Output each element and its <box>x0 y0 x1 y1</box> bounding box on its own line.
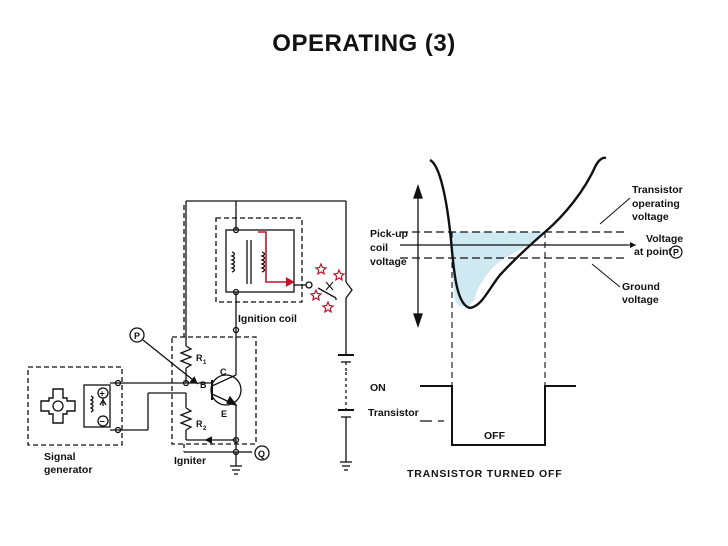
point-p-marker <box>129 327 145 343</box>
ground-voltage-label-line1: Ground <box>622 281 660 293</box>
resistor-r1 <box>179 345 193 369</box>
shaded-region <box>452 232 545 307</box>
signal-generator-rotor <box>40 388 76 424</box>
base-label: B <box>200 380 207 390</box>
resistor-r2 <box>179 407 193 431</box>
secondary-winding <box>260 251 266 273</box>
point-voltage-label-line1: Voltage <box>646 233 683 245</box>
signal-generator-label-line1: Signal <box>44 451 76 463</box>
point-p-circle-icon <box>669 245 683 259</box>
pickup-voltage-curve <box>429 156 607 310</box>
pickup-label-line2: coil <box>370 242 388 254</box>
waveform-caption: TRANSISTOR TURNED OFF <box>407 468 562 480</box>
point-q-label: Q <box>258 449 265 459</box>
on-label: ON <box>370 382 386 394</box>
transistor-timing-line <box>420 385 576 446</box>
collector-label: C <box>220 367 227 377</box>
point-p-label: P <box>134 331 140 341</box>
igniter-label: Igniter <box>174 455 206 467</box>
igniter-box <box>171 336 257 445</box>
point-voltage-label-line2: at point <box>634 246 672 258</box>
ignition-coil-label: Ignition coil <box>238 313 297 325</box>
slide-title: OPERATING (3) <box>272 30 456 57</box>
minus-terminal <box>97 415 109 427</box>
emitter-label: E <box>221 409 227 419</box>
r1-label: R <box>196 353 203 363</box>
primary-winding <box>230 251 236 273</box>
pickup-label-line1: Pick-up <box>370 228 408 240</box>
minus-label: − <box>100 417 105 427</box>
coil-current-path <box>258 231 295 287</box>
circuit-diagram <box>27 200 354 475</box>
r2-subscript: 2 <box>203 426 207 432</box>
r2-label: R <box>196 419 203 429</box>
voltage-point-p-label: P <box>673 248 679 258</box>
transistor-label: Transistor <box>368 407 419 419</box>
waveform-graph <box>400 156 636 446</box>
ground-voltage-label-line2: voltage <box>622 294 659 306</box>
spark-icon <box>309 262 346 314</box>
pickup-label-line3: voltage <box>370 256 407 268</box>
operating-voltage-label-line1: Transistor <box>632 184 683 196</box>
operating-voltage-label-line3: voltage <box>632 211 669 223</box>
off-label: OFF <box>484 430 506 442</box>
signal-generator-box <box>27 366 123 446</box>
signal-generator-label-line2: generator <box>44 464 92 476</box>
point-q-marker <box>254 445 270 461</box>
r1-subscript: 1 <box>203 360 207 366</box>
plus-label: + <box>100 389 105 399</box>
ignition-coil-box <box>215 217 303 303</box>
ignition-coil-core <box>225 229 295 293</box>
pickup-coil <box>89 395 94 413</box>
operating-voltage-label-line2: operating <box>632 198 680 210</box>
pickup-coil-box <box>83 384 111 428</box>
